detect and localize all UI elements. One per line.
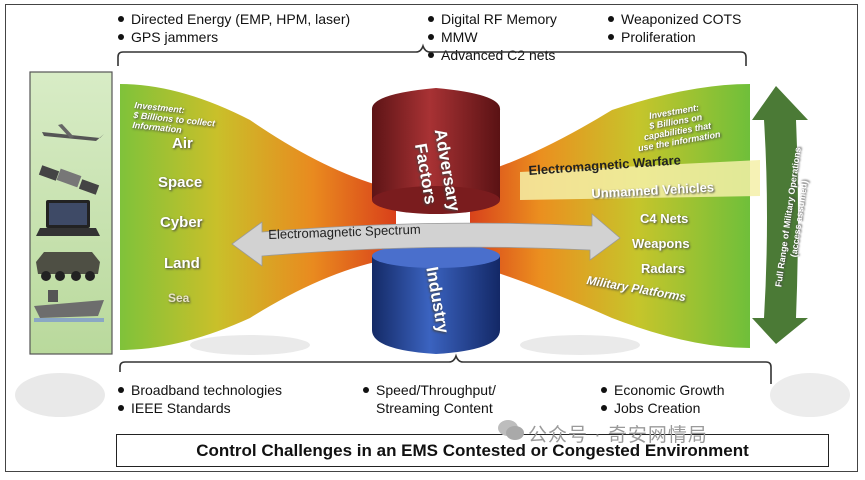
list-item: Speed/Throughput/ [363, 381, 496, 399]
list-item: Broadband technologies [118, 381, 282, 399]
bottom-bullets-col2: Speed/Throughput/ Streaming Content [363, 381, 496, 417]
drone-icon [42, 124, 104, 141]
list-item: GPS jammers [118, 28, 350, 46]
top-bracket [117, 43, 747, 66]
top-bullets-col3: Weaponized COTS Proliferation [608, 10, 741, 46]
list-item: MMW [428, 28, 557, 46]
list-item: Advanced C2 nets [428, 46, 557, 64]
capability-weapons-label: Weapons [632, 236, 690, 251]
footer-title: Control Challenges in an EMS Contested o… [196, 440, 749, 460]
watermark-text: 公众号 · 奇安网情局 [528, 425, 708, 446]
footer-title-box: Control Challenges in an EMS Contested o… [116, 434, 829, 467]
list-item: IEEE Standards [118, 399, 282, 417]
left-funnel [120, 84, 396, 350]
armored-vehicle-icon [36, 252, 100, 281]
list-item: Proliferation [608, 28, 741, 46]
domain-land-label: Land [164, 255, 200, 272]
bottom-bracket [119, 353, 772, 384]
domain-air-label: Air [172, 135, 193, 152]
background-silhouette [520, 335, 640, 355]
top-bullets-col1: Directed Energy (EMP, HPM, laser) GPS ja… [118, 10, 350, 46]
list-item: Weaponized COTS [608, 10, 741, 28]
list-item: Economic Growth [601, 381, 724, 399]
bottom-bullets-col3: Economic Growth Jobs Creation [601, 381, 724, 417]
aircraft-carrier-icon [34, 290, 104, 322]
list-item-continuation: Streaming Content [376, 400, 493, 416]
bottom-bullets-col1: Broadband technologies IEEE Standards [118, 381, 282, 417]
top-bullets-col2: Digital RF Memory MMW Advanced C2 nets [428, 10, 557, 64]
wechat-icon [498, 420, 524, 440]
list-item: Jobs Creation [601, 399, 724, 417]
domain-sea-label: Sea [168, 291, 190, 305]
capability-radars-label: Radars [641, 261, 686, 276]
satellite-icon [38, 165, 100, 195]
list-item: Directed Energy (EMP, HPM, laser) [118, 10, 350, 28]
spectrum-double-arrow [231, 213, 621, 267]
background-silhouette [770, 373, 850, 417]
industry-cylinder [372, 244, 500, 354]
right-funnel [470, 84, 750, 348]
list-item: Digital RF Memory [428, 10, 557, 28]
background-silhouette [15, 373, 105, 417]
adversary-factors-cylinder [371, 88, 501, 214]
full-range-double-arrow [752, 86, 808, 344]
laptop-icon [36, 200, 100, 236]
capability-c4-label: C4 Nets [640, 211, 689, 226]
ew-highlight-band [520, 160, 760, 200]
domain-cyber-label: Cyber [160, 214, 203, 231]
domain-space-label: Space [158, 174, 203, 191]
background-silhouette [190, 335, 310, 355]
